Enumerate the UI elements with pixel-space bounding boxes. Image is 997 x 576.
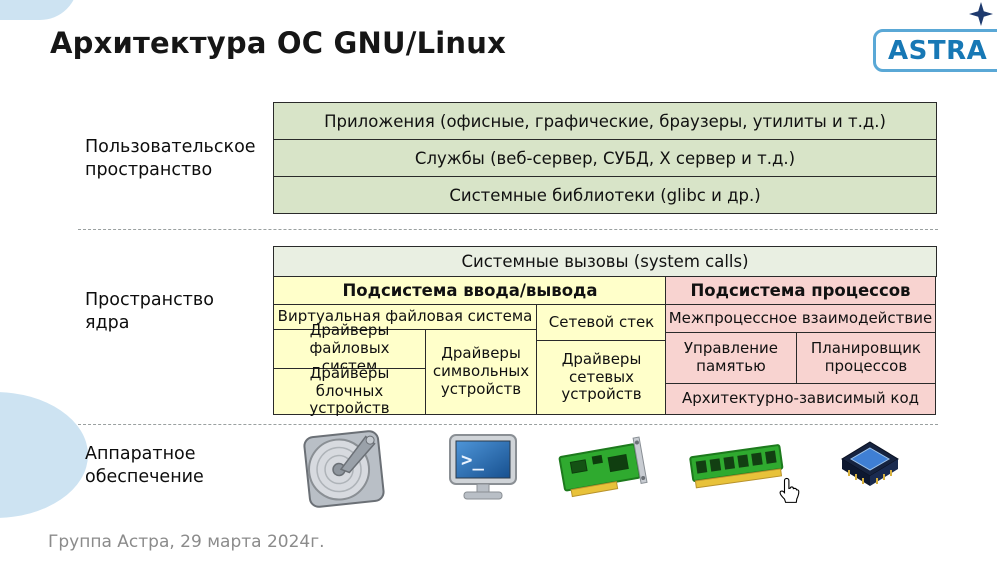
footer-text: Группа Астра, 29 марта 2024г. — [48, 532, 325, 552]
process-subsystem: Подсистема процессов Межпроцессное взаим… — [665, 276, 936, 415]
memory-management-cell: Управление памятью — [666, 333, 796, 383]
user-space-row-applications: Приложения (офисные, графические, браузе… — [274, 103, 936, 139]
arch-dependent-code-cell: Архитектурно-зависимый код — [666, 384, 935, 414]
user-space-block: Приложения (офисные, графические, браузе… — [273, 102, 937, 214]
kernel-space-block: Системные вызовы (system calls) Подсисте… — [273, 246, 937, 417]
scheduler-cell: Планировщик процессов — [796, 333, 935, 383]
label-kernel-space: Пространство ядра — [85, 290, 214, 334]
terminal-prompt-glyph: >_ — [461, 449, 484, 471]
astra-linux-logo: ASTRA LINUX — [873, 29, 997, 72]
divider-kernel-hardware — [78, 424, 938, 425]
syscalls-bar: Системные вызовы (system calls) — [273, 246, 937, 277]
io-subsystem-title: Подсистема ввода/вывода — [274, 277, 666, 304]
page-title: Архитектура ОС GNU/Linux — [50, 26, 506, 60]
network-card-icon — [556, 436, 648, 504]
user-space-row-services: Службы (веб-сервер, СУБД, X сервер и т.д… — [274, 140, 936, 176]
decorative-corner-shape — [0, 0, 78, 20]
process-subsystem-title: Подсистема процессов — [666, 277, 935, 304]
ram-module-icon — [689, 441, 784, 499]
vfs-cell: Виртуальная файловая система — [274, 305, 536, 329]
divider-user-kernel — [78, 229, 938, 230]
block-drivers-cell: Драйверы блочных устройств — [274, 364, 425, 417]
cpu-chip-icon — [839, 438, 901, 498]
astra-linux-logo-text: ASTRA LINUX — [888, 35, 997, 66]
user-space-row-libraries: Системные библиотеки (glibc и др.) — [274, 177, 936, 213]
terminal-monitor-icon: >_ — [448, 432, 518, 508]
label-user-space: Пользовательское пространство — [85, 137, 256, 181]
io-subsystem: Подсистема ввода/вывода Виртуальная файл… — [273, 276, 666, 417]
hdd-icon — [303, 430, 385, 511]
net-drivers-cell: Драйверы сетевых устройств — [537, 341, 666, 414]
star-icon — [969, 2, 993, 26]
decorative-left-blob — [0, 392, 88, 518]
kernel-subsystems: Подсистема ввода/вывода Виртуальная файл… — [273, 276, 937, 417]
ipc-cell: Межпроцессное взаимодействие — [666, 305, 935, 332]
label-hardware: Аппаратное обеспечение — [85, 444, 204, 488]
char-drivers-cell: Драйверы символьных устройств — [426, 330, 536, 414]
fs-drivers-cell: Драйверы файловых систем — [274, 322, 425, 375]
hand-cursor-icon — [779, 477, 801, 508]
network-stack-cell: Сетевой стек — [537, 305, 666, 340]
